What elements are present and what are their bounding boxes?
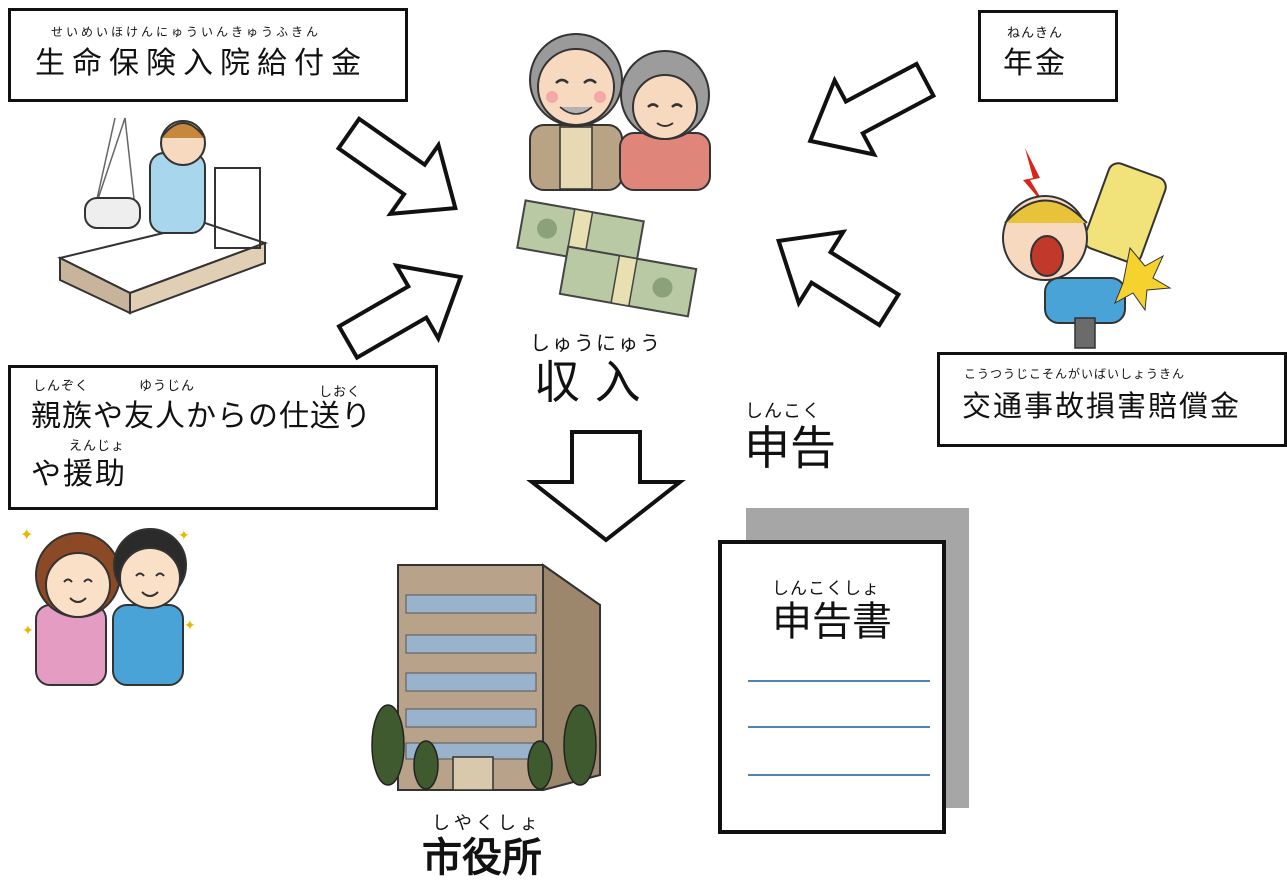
family-support-text-line2: や援助 [31,457,127,492]
city-hall-text: 市役所 [422,835,542,881]
traffic-accident-text: 交通事故損害賠償金 [962,389,1242,423]
family-support-label: しんぞく ゆうじん しおく 親族や友人からの仕送り えんじょ や援助 [8,365,438,510]
city-hall-ruby: しやくしょ [432,813,542,834]
declaration-form-text: 申告書 [772,599,892,645]
life-insurance-text: 生命保険入院給付金 [35,46,368,81]
income-text: 収 入 [534,355,641,409]
svg-text:✦: ✦ [178,528,190,544]
family-support-text-line1: 親族や友人からの仕送り [31,399,372,434]
form-line-1 [748,680,930,682]
family-support-ruby-3: しおく [319,385,362,400]
family-support-ruby-2: ゆうじん [139,379,196,394]
svg-text:✦: ✦ [22,623,34,639]
declaration-form-ruby: しんこくしょ [772,579,880,599]
declaration-text: 申告 [744,421,836,475]
document-form-icon: しんこくしょ 申告書 [718,540,946,834]
money-bundle-icon [516,199,698,318]
city-hall-building-icon [371,563,601,792]
svg-text:✦: ✦ [184,618,196,634]
pension-text: 年金 [1003,46,1067,81]
pension-ruby: ねんきん [1007,26,1064,41]
life-insurance-ruby: せいめいほけんにゅういんきゅうふきん [51,25,322,39]
form-line-3 [748,774,930,776]
family-support-ruby-1: しんぞく [33,379,90,394]
traffic-accident-label: こうつうじこそんがいばいしょうきん 交通事故損害賠償金 [937,352,1287,447]
hospital-bed-icon [57,117,269,315]
traffic-accident-ruby: こうつうじこそんがいばいしょうきん [964,367,1186,381]
form-line-2 [748,726,930,728]
family-support-ruby-4: えんじょ [69,439,126,454]
friends-couple-icon: ✦ ✦ ✦ ✦ [20,525,196,686]
pension-label: ねんきん 年金 [978,10,1118,102]
income-ruby: しゅうにゅう [530,331,662,355]
elderly-couple-icon [529,33,711,191]
declaration-ruby: しんこく [745,401,821,422]
life-insurance-label: せいめいほけんにゅういんきゅうふきん 生命保険入院給付金 [8,8,408,102]
traffic-accident-icon [1002,148,1172,349]
svg-text:✦: ✦ [20,525,33,544]
